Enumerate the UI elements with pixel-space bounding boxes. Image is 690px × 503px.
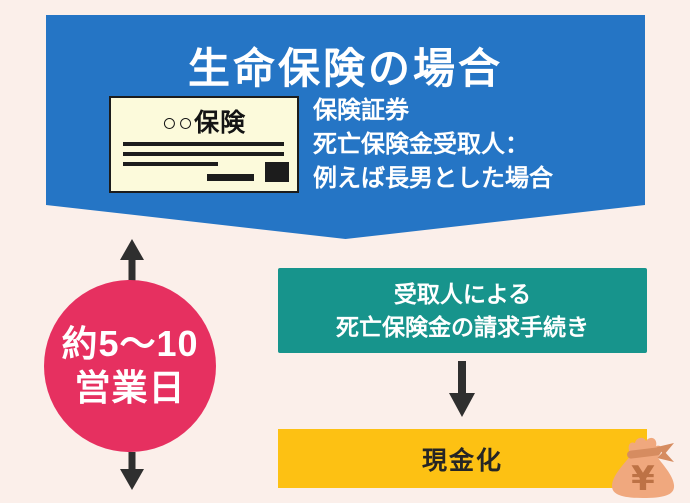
arrow-down-icon [449,361,475,417]
policy-description: 保険証券 死亡保険金受取人： 例えば長男とした場合 [313,94,553,196]
money-bag-icon: ¥ [612,437,675,499]
policy-card-line [123,162,218,166]
yen-symbol: ¥ [631,459,655,499]
cash-step-label: 現金化 [421,446,503,475]
banner-title: 生命保険の場合 [187,45,503,92]
duration-line-1: 約5〜10 [61,323,199,364]
policy-card-signature-bar [207,174,254,181]
policy-description-line: 死亡保険金受取人： [313,131,529,158]
duration-badge: 約5〜10 営業日 [44,280,216,452]
insurance-policy-card-icon: ○○保険 [109,96,299,193]
cash-step-box: 現金化 [278,429,647,488]
claim-step-box: 受取人による 死亡保険金の請求手続き [278,268,647,353]
policy-card-line [123,152,284,156]
arrow-up-icon [120,239,144,282]
policy-card-stamp [265,162,289,182]
arrow-down-icon [120,452,144,490]
policy-card-label: ○○保険 [161,109,247,137]
policy-description-line: 例えば長男とした場合 [313,165,553,192]
policy-description-line: 保険証券 [313,97,409,124]
policy-card-line [123,142,284,146]
duration-line-2: 営業日 [74,367,186,408]
life-insurance-banner: 生命保険の場合 ○○保険 保険証券 死亡保険金受取人： 例えば長男とした場合 [46,15,645,239]
claim-step-line-1: 受取人による [393,280,532,307]
claim-step-line-2: 死亡保険金の請求手続き [336,313,589,340]
